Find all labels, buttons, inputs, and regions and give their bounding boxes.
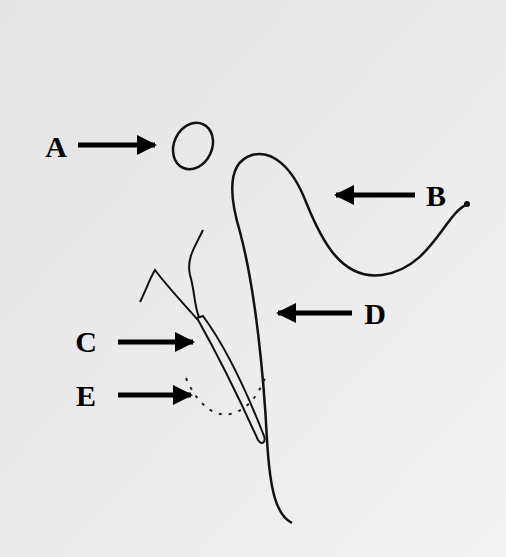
leader-arrow — [118, 393, 191, 398]
callout-letter: D — [364, 299, 386, 329]
thin-line — [189, 230, 203, 317]
leader-arrow — [278, 311, 352, 316]
thin-line — [140, 270, 198, 320]
end-dot — [464, 201, 470, 207]
leader-arrow — [78, 143, 155, 148]
sliver-structure — [197, 316, 265, 443]
callout-letter: A — [45, 132, 67, 162]
leader-arrow — [336, 193, 415, 198]
curved-structure — [232, 154, 468, 523]
callout-letter: B — [426, 181, 446, 211]
callout-letter: E — [76, 381, 96, 411]
callout-letter: C — [75, 327, 97, 357]
loop-structure — [166, 116, 221, 176]
dotted-outline — [186, 378, 265, 415]
leader-arrow — [118, 340, 193, 345]
